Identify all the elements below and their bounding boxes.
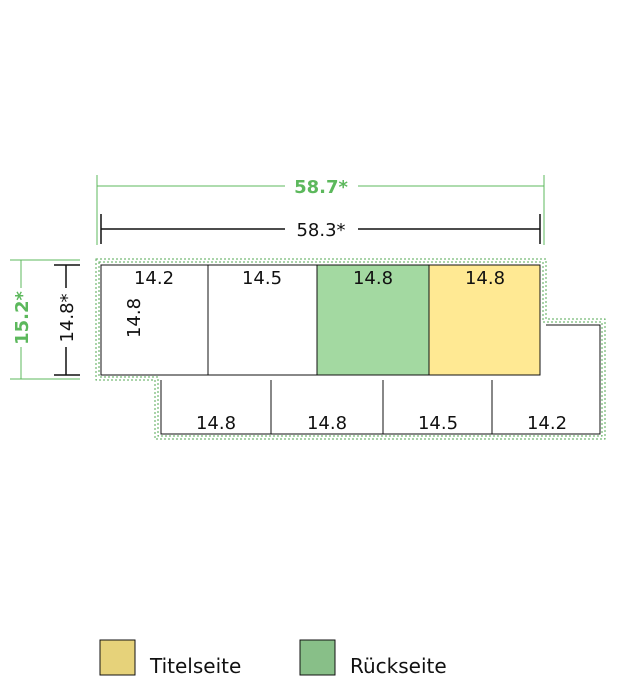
legend-label-rueckseite: Rückseite [350, 654, 447, 678]
legend-swatch-rueckseite [299, 639, 336, 676]
inner-height-dimension: 14.8* [54, 264, 80, 376]
bottom-panel-1-label: 14.8 [196, 413, 236, 434]
top-panel-4-label: 14.8 [465, 268, 505, 289]
legend-swatch-titelseite [99, 639, 136, 676]
bleed-outline-outer [95, 258, 606, 440]
outer-width-dimension: 58.7* [96, 175, 545, 245]
top-panel-3-label: 14.8 [353, 268, 393, 289]
bottom-panel-4-label: 14.2 [527, 413, 567, 434]
inner-height-label: 14.8* [57, 293, 78, 342]
bottom-panel-2-label: 14.8 [307, 413, 347, 434]
bleed-outline [95, 258, 606, 440]
top-panel-4-title [428, 264, 541, 376]
bleed-outline-inner [98, 261, 603, 437]
inner-width-dimension: 58.3* [100, 214, 541, 244]
inner-width-label: 58.3* [296, 220, 345, 241]
outer-height-label: 15.2* [12, 291, 33, 345]
top-panel-1-side-label: 14.8 [124, 298, 145, 338]
outer-height-dimension: 15.2* [10, 259, 80, 380]
bottom-row-outline [160, 324, 601, 435]
top-panel-2-label: 14.5 [242, 268, 282, 289]
outer-width-label: 58.7* [294, 177, 348, 198]
top-panel-1-label: 14.2 [134, 268, 174, 289]
legend: Titelseite Rückseite [99, 639, 447, 678]
bottom-row-labels: 14.8 14.8 14.5 14.2 [196, 413, 567, 434]
legend-label-titelseite: Titelseite [149, 654, 241, 678]
top-panel-3-back [316, 264, 430, 376]
bottom-row [160, 324, 601, 435]
bottom-panel-3-label: 14.5 [418, 413, 458, 434]
top-row: 14.2 14.8 14.5 14.8 14.8 [100, 264, 541, 376]
